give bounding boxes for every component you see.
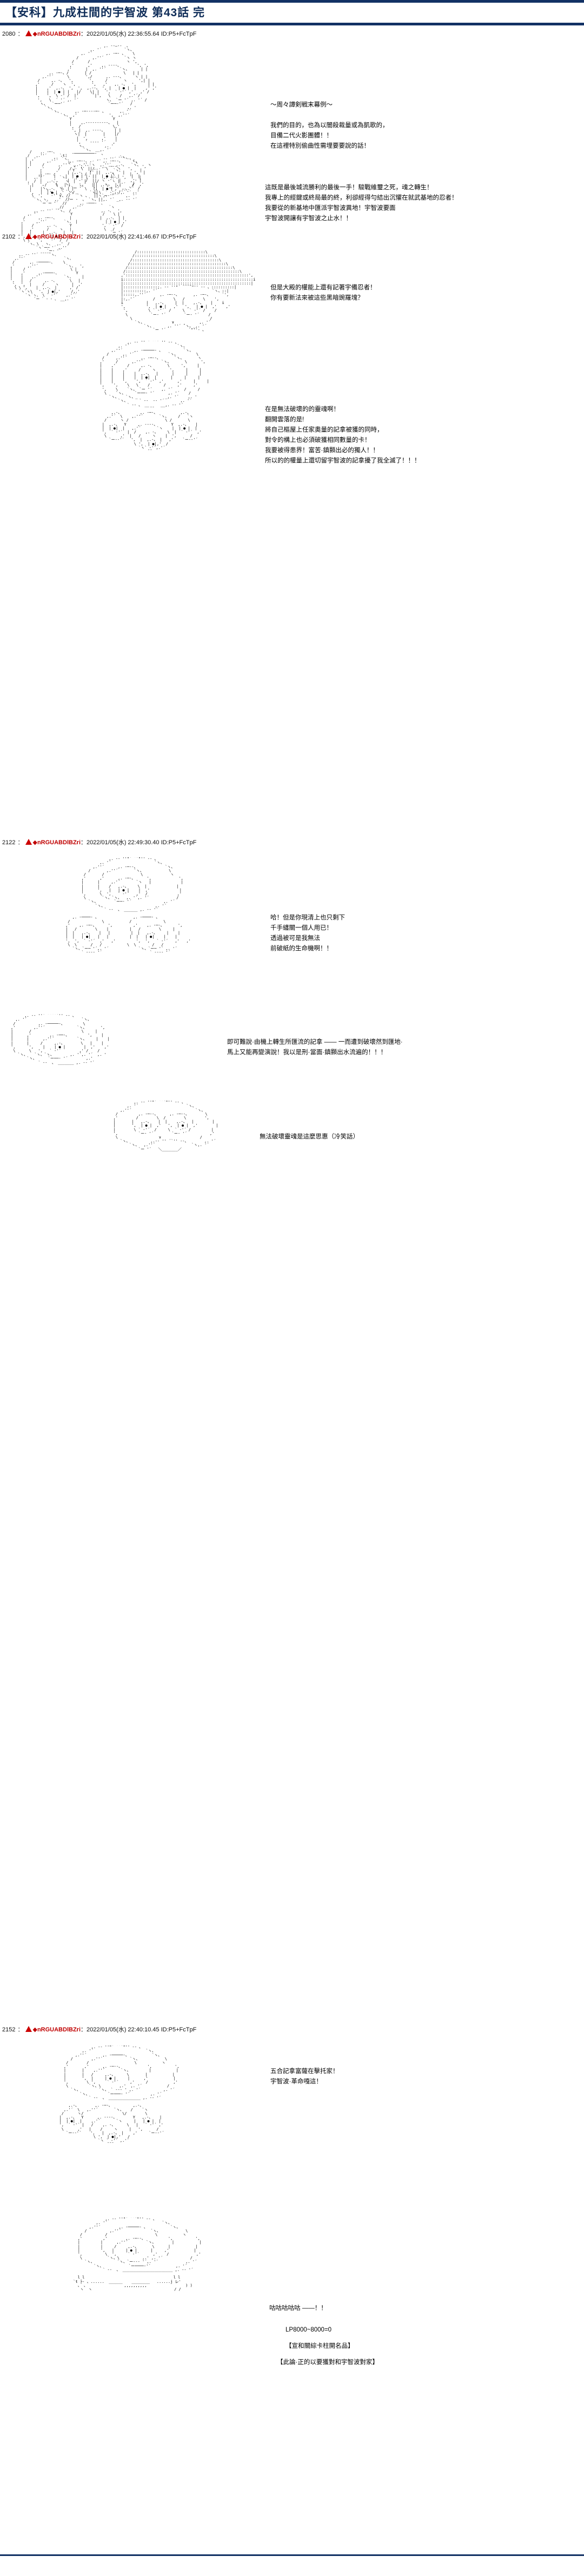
speech-wrap-12: 【此論·正的以要獲對和宇智波對家】	[277, 2358, 509, 2368]
ascii-art-madara-headshot: ,. -‐―‐- 、 ,. '´ `ヽ、 ,. '´ ,. -─- 、 \ / …	[35, 44, 157, 202]
speech-text: 這既是最後城流勝利的最後一手！駿戰維璽之死，魂之轉生！ 我專上的經鍵或終局最的終…	[265, 184, 458, 222]
speech-text: 咕咕咕咕咕 ——！！	[269, 2305, 327, 2312]
triangle-icon	[25, 839, 32, 845]
post-meta: ：2022/01/05(水) 22:49:30.40 ID:P5+FcTpF	[81, 839, 197, 846]
ascii-art-bird-wing: /::::::::::::::::::::::::::::::\ /::::::…	[121, 250, 256, 333]
title-rule-top	[0, 0, 584, 3]
aa-art-wrap-7: ,. -‐ ''"´ ̄ ̄ `"'' ‐- 、 ,. '´ `ヽ、 ,.''´…	[97, 1097, 218, 1155]
post: 2102： ◆nRGUABDlBZri：2022/01/05(水) 22:41:4…	[0, 231, 584, 837]
post-header-separator: ：	[17, 31, 24, 38]
speech-wrap-intro: ～周々譚剣戦末幕例～	[270, 100, 470, 110]
ascii-art-smiling-face: ,. -‐ ''"´ ̄ ̄ `"'' ‐- 、 ,. '´ `ヽ、 ,.''´…	[113, 1101, 218, 1151]
aa-art-wrap-1: ,. -‐―‐- 、 ,. '´ `ヽ、 ,. '´ ,. -─- 、 \ / …	[22, 41, 157, 206]
post-header: 2080： ◆nRGUABDlBZri：2022/01/05(水) 22:36:5…	[0, 29, 584, 39]
ascii-art-figure-cloak: / ,. -─-、 / ,.''´ `ヽ、 | ,' `ヽ、 ,. -‐ ''´…	[10, 150, 147, 301]
post: 2080：◆nRGUABDlBZri：2022/01/05(水) 22:36:5…	[0, 29, 584, 301]
speech-text: 五合記拿富薩在擊托家！ 宇智波·革命嘎這！	[270, 2068, 339, 2085]
speech-wrap-10: LP8000~8000=0	[286, 2325, 502, 2335]
speech-wrap-5: 哈！但是你現清上也只剩下 千手纏關一個人用已！ 透過被可是我無法 前破紙的生命機…	[270, 913, 487, 954]
aa-art-wrap-5: ,. -‐ ''"´ ̄ `"'' ‐- 、 ,. '´ `ヽ、 ,.''´ ,…	[54, 853, 191, 958]
post-body: /::::::::::::::::::::::::::::::\ /::::::…	[0, 242, 584, 837]
speech-text: 我們的目的，也為以闇殺裁量或為凱歌的， 目備二代火影團體！！ 在這裡特別偷曲性需…	[270, 122, 389, 150]
post-username[interactable]: ◆nRGUABDlBZri	[32, 31, 81, 38]
post: 2122： ◆nRGUABDlBZri：2022/01/05(水) 22:49:3…	[0, 837, 584, 2024]
aa-art-wrap-9: ,. -‐ ''"´ ̄ ̄ ̄`"'' ‐- 、 ,. '´ `ヽ、 ,.''…	[59, 2214, 202, 2295]
speech-wrap-8: 五合記拿富薩在擊托家！ 宇智波·革命嘎這！	[270, 2067, 487, 2087]
speech-wrap-2: 這既是最後城流勝利的最後一手！駿戰維璽之死，魂之轉生！ 我專上的經鍵或終局最的終…	[265, 183, 508, 224]
ascii-art-armored-figure: ,. -‐ ''"´ ̄ ̄ `"'' ‐- 、 ,. '´ `ヽ、 ,.''´…	[59, 2045, 180, 2147]
speech-wrap-3: 但是大殿的權能上還有記著宇備忍者！ 你有要新法來被這些黑暗豌羅塊？	[270, 283, 487, 303]
aa-art-wrap-8: ,. -‐ ''"´ ̄ ̄ `"'' ‐- 、 ,. '´ `ヽ、 ,.''´…	[43, 2042, 180, 2150]
speech-text: ～周々譚剣戦末幕例～	[270, 102, 333, 109]
post-username[interactable]: ◆nRGUABDlBZri	[32, 2027, 81, 2034]
post-header-separator: ：	[17, 234, 24, 241]
post-username[interactable]: ◆nRGUABDlBZri	[32, 234, 81, 241]
aa-art-wrap-2: / ,. -─-、 / ,.''´ `ヽ、 | ,' `ヽ、 ,. -‐ ''´…	[8, 147, 146, 304]
speech-wrap-9: 咕咕咕咕咕 ——！！	[269, 2303, 486, 2314]
post-meta: ：2022/01/05(水) 22:40:10.45 ID:P5+FcTpF	[81, 2027, 197, 2034]
aa-art-wrap-3: /::::::::::::::::::::::::::::::\ /::::::…	[103, 247, 256, 336]
post-header-separator: ：	[17, 2027, 24, 2034]
speech-wrap-4: 在是無法破壞的的靈魂啊！ 翻開雲落的是! 將自己樞屋上任家奧量的記拿被獲的同時，…	[265, 405, 519, 466]
post-number: 2080	[2, 31, 16, 38]
speech-text: 無法破壞靈魂是這麼思惠（冷笑話）	[260, 1134, 359, 1141]
post-header: 2152： ◆nRGUABDlBZri：2022/01/05(水) 22:40:1…	[0, 2024, 584, 2035]
aa-art-wrap-6: ,. -‐ ''´ ̄ ̄ ̄ ̄ `'' ‐- 、 ,. '´ `ヽ、 / ,…	[11, 1010, 110, 1069]
title-rule-bottom	[0, 23, 584, 26]
speech-text: LP8000~8000=0	[286, 2327, 332, 2334]
post-number: 2152	[2, 2027, 16, 2034]
post-body: ,. -‐ ''"´ ̄ `"'' ‐- 、 ,. '´ `ヽ、 ,.''´ ,…	[0, 848, 584, 2024]
footer-rule	[0, 2554, 584, 2557]
speech-wrap-7: 無法破壞靈魂是這麼思惠（冷笑話）	[260, 1132, 492, 1142]
post: 2152： ◆nRGUABDlBZri：2022/01/05(水) 22:40:1…	[0, 2024, 584, 2554]
ascii-art-hand-gesture: ,. -‐ ''"´ ̄ `"'' ‐- 、 ,. '´ `ヽ、 ,.''´ ,…	[65, 857, 191, 955]
post-number: 2122	[2, 839, 16, 846]
speech-text: 【宣和關綜卡柱開名品】	[286, 2343, 354, 2350]
post-body: ,. -‐ ''"´ ̄ ̄ `"'' ‐- 、 ,. '´ `ヽ、 ,.''´…	[0, 2035, 584, 2554]
post-meta: ：2022/01/05(水) 22:41:46.67 ID:P5+FcTpF	[81, 234, 197, 241]
speech-text: 哈！但是你現清上也只剩下 千手纏關一個人用已！ 透過被可是我無法 前破紙的生命機…	[270, 915, 345, 952]
thread-title: 【安科】九成柱間的宇智波 第43話 完	[5, 6, 205, 19]
speech-text: 【此論·正的以要獲對和宇智波對家】	[277, 2359, 379, 2366]
triangle-icon	[25, 30, 32, 37]
ascii-art-susanoo: ,. -‐ '' ´ ̄ ̄ ` '' ‐- 、 ,. '´ `ヽ、 ,.''´…	[99, 341, 209, 454]
triangle-icon	[25, 233, 32, 240]
post-body: ,. -‐―‐- 、 ,. '´ `ヽ、 ,. '´ ,. -─- 、 \ / …	[0, 39, 584, 301]
post-meta: ：2022/01/05(水) 22:36:55.64 ID:P5+FcTpF	[81, 31, 197, 38]
post-header: 2122： ◆nRGUABDlBZri：2022/01/05(水) 22:49:3…	[0, 837, 584, 848]
speech-wrap-11: 【宣和關綜卡柱開名品】	[286, 2341, 502, 2352]
post-number: 2102	[2, 234, 16, 241]
triangle-icon	[25, 2026, 32, 2032]
ascii-art-profile-left: ,. -‐ ''´ ̄ ̄ ̄ ̄ `'' ‐- 、 ,. '´ `ヽ、 / ,…	[11, 1014, 110, 1065]
speech-wrap-6: 即可難說·由機上轉生所匯流的記拿 —— 一而遭到破壞然到匯地· 馬上又能再變演說…	[227, 1037, 519, 1058]
speech-text: 但是大殿的權能上還有記著宇備忍者！ 你有要新法來被這些黑暗豌羅塊？	[270, 284, 376, 302]
post-header-separator: ：	[17, 839, 24, 846]
post-username[interactable]: ◆nRGUABDlBZri	[32, 839, 81, 846]
aa-art-wrap-4: ,. -‐ '' ´ ̄ ̄ ` '' ‐- 、 ,. '´ `ヽ、 ,.''´…	[84, 337, 209, 458]
ascii-art-final-figure: ,. -‐ ''"´ ̄ ̄ ̄`"'' ‐- 、 ,. '´ `ヽ、 ,.''…	[73, 2217, 202, 2292]
speech-wrap-1: 我們的目的，也為以闇殺裁量或為凱歌的， 目備二代火影團體！！ 在這裡特別偷曲性需…	[270, 121, 487, 151]
speech-text: 在是無法破壞的的靈魂啊！ 翻開雲落的是! 將自己樞屋上任家奧量的記拿被獲的同時，…	[265, 406, 421, 465]
speech-text: 即可難說·由機上轉生所匯流的記拿 —— 一而遭到破壞然到匯地· 馬上又能再變演說…	[227, 1039, 403, 1056]
post-header: 2102： ◆nRGUABDlBZri：2022/01/05(水) 22:41:4…	[0, 231, 584, 242]
